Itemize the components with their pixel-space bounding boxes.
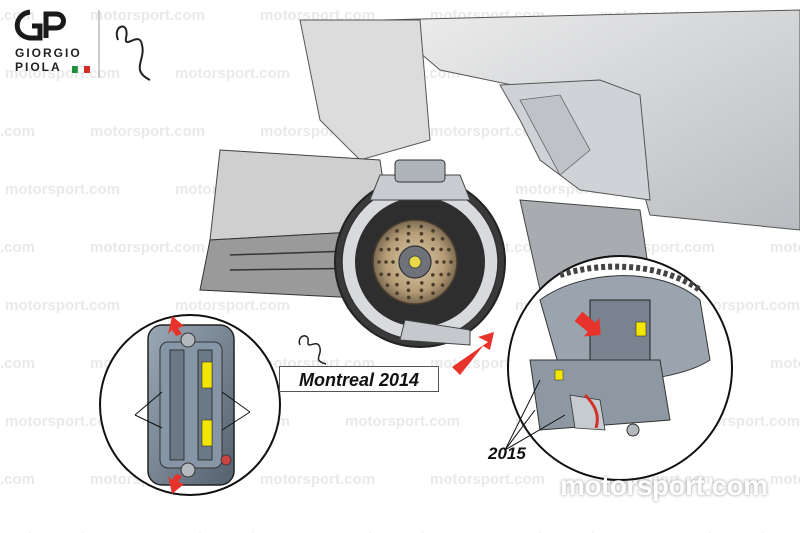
- disc-hole: [439, 272, 443, 277]
- watermark-text: motorsport.com: [175, 65, 290, 82]
- watermark-text: motorsport.com: [770, 355, 800, 372]
- inset-caliper-2014: [99, 314, 281, 496]
- disc-cooling-holes: [377, 224, 453, 300]
- inset-caliper-2015: [504, 255, 733, 481]
- disc-hole: [395, 282, 399, 287]
- watermark-text: motorsport.com: [0, 471, 35, 488]
- watermark-text: motorsport.com: [515, 529, 630, 533]
- disc-hole: [377, 260, 381, 264]
- disc-hole: [395, 273, 400, 277]
- disc-hole: [431, 291, 435, 295]
- watermark-text: motorsport.com: [175, 297, 290, 314]
- disc-hole: [431, 229, 435, 233]
- caption-2015: 2015: [488, 444, 526, 463]
- watermark-text: motorsport.com: [260, 471, 375, 488]
- pointer-arrow-icon: [452, 332, 494, 375]
- disc-hole: [440, 237, 445, 241]
- credit-logo: motorsport.com: [560, 470, 768, 501]
- disc-hole: [395, 247, 400, 251]
- disc-hole: [385, 283, 390, 287]
- disc-hole: [447, 272, 451, 277]
- disc-hole: [447, 247, 451, 252]
- watermark-text: motorsport.com: [175, 529, 290, 533]
- watermark-text: motorsport.com: [0, 355, 35, 372]
- watermark-text: motorsport.com: [0, 123, 35, 140]
- disc-hole: [442, 260, 446, 264]
- disc-hole: [419, 281, 424, 285]
- watermark-text: motorsport.com: [5, 413, 120, 430]
- artist-name-block: GIORGIO PIOLA: [15, 46, 82, 74]
- watermark-text: motorsport.com: [770, 471, 800, 488]
- watermark-text: motorsport.com: [5, 181, 120, 198]
- disc-hole: [449, 260, 453, 264]
- disc-hole: [406, 295, 411, 300]
- disc-hole: [439, 247, 443, 252]
- inset-arrow-bottom-icon: [168, 474, 184, 494]
- watermark-text: motorsport.com: [345, 529, 460, 533]
- watermark-text: motorsport.com: [90, 123, 205, 140]
- disc-hole: [431, 237, 435, 242]
- disc-hole: [395, 291, 399, 295]
- disc-hole: [387, 272, 391, 277]
- disc-hole: [406, 239, 411, 243]
- watermark-text: motorsport.com: [0, 239, 35, 256]
- disc-hole: [395, 237, 399, 242]
- disc-hole: [430, 273, 435, 277]
- disc-hole: [435, 260, 439, 264]
- signature-mark: [298, 335, 327, 365]
- disc-hole: [419, 224, 424, 229]
- disc-hole: [395, 229, 399, 233]
- watermark-text: motorsport.com: [5, 529, 120, 533]
- caption-montreal-2014: Montreal 2014: [279, 366, 439, 392]
- watermark-text: motorsport.com: [90, 7, 205, 24]
- watermark-text: motorsport.com: [5, 297, 120, 314]
- watermark-text: motorsport.com: [685, 529, 800, 533]
- artist-first-name: GIORGIO: [15, 46, 82, 60]
- disc-hole: [406, 224, 411, 229]
- disc-hole: [419, 231, 424, 236]
- disc-hole: [391, 260, 395, 264]
- brake-disc-assembly: [334, 159, 506, 348]
- watermark-text: motorsport.com: [5, 65, 120, 82]
- inset-arrow-top-icon: [168, 316, 184, 336]
- watermark-text: motorsport.com: [770, 239, 800, 256]
- disc-hole: [379, 272, 383, 277]
- watermark-text: motorsport.com: [430, 123, 545, 140]
- inset-arrow-2015-icon: [574, 311, 601, 337]
- disc-hole: [379, 247, 383, 252]
- watermark-text: motorsport.com: [345, 413, 460, 430]
- disc-hole: [431, 282, 435, 287]
- disc-hole: [430, 247, 435, 251]
- watermark-text: motorsport.com: [430, 471, 545, 488]
- disc-hole: [384, 260, 388, 264]
- disc-hole: [406, 231, 411, 236]
- disc-hole: [419, 239, 424, 243]
- disc-hole: [387, 247, 391, 252]
- disc-hole: [406, 288, 411, 293]
- disc-hole: [419, 295, 424, 300]
- artist-logo: [14, 9, 151, 81]
- watermark-text: motorsport.com: [90, 239, 205, 256]
- disc-hole: [419, 288, 424, 293]
- disc-hole: [385, 237, 390, 241]
- disc-hole: [440, 283, 445, 287]
- artist-last-name: PIOLA: [15, 60, 62, 74]
- disc-hole: [406, 281, 411, 285]
